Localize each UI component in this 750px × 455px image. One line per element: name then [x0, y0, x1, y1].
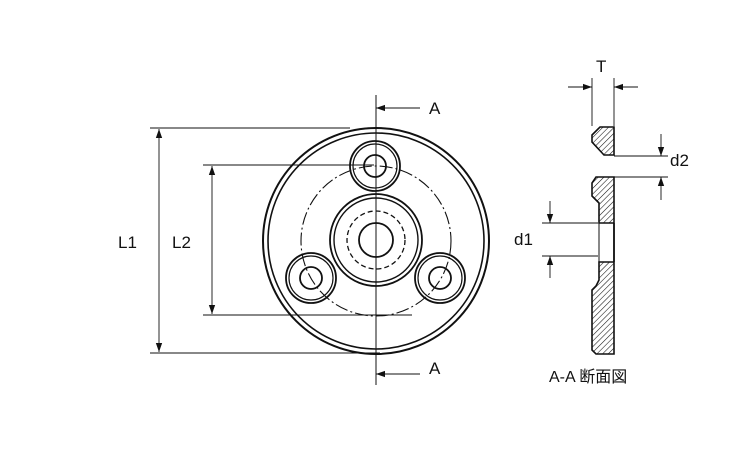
dimension-L1	[150, 127, 380, 354]
mount-hole-left	[299, 266, 323, 290]
mount-hole-top-counterbore-inner	[352, 143, 398, 189]
dimension-d1	[542, 201, 598, 278]
mount-hole-right-counterbore	[414, 252, 466, 304]
section-view	[591, 126, 615, 355]
section-label-top: A	[429, 99, 441, 118]
mount-hole-top-counterbore	[349, 140, 401, 192]
mount-hole-right-counterbore-inner	[417, 255, 463, 301]
section-top-piece	[591, 126, 615, 156]
mount-hole-top	[363, 154, 387, 178]
section-arrows	[376, 104, 420, 378]
section-bottom-piece	[591, 176, 615, 355]
dimension-d2	[614, 134, 668, 200]
mount-hole-left-counterbore	[285, 252, 337, 304]
front-view	[262, 95, 490, 385]
dimension-label-L1: L1	[118, 233, 137, 252]
mount-hole-left-counterbore-inner	[288, 255, 334, 301]
section-label-bottom: A	[429, 359, 441, 378]
section-caption: A-A 断面図	[549, 368, 627, 386]
dimension-L2	[203, 164, 412, 316]
dimension-label-T: T	[596, 57, 606, 76]
dimension-T	[568, 78, 638, 126]
dimension-label-L2: L2	[172, 233, 191, 252]
dimension-label-d2: d2	[670, 151, 689, 170]
dimension-label-d1: d1	[514, 230, 533, 249]
mount-hole-right	[428, 266, 452, 290]
